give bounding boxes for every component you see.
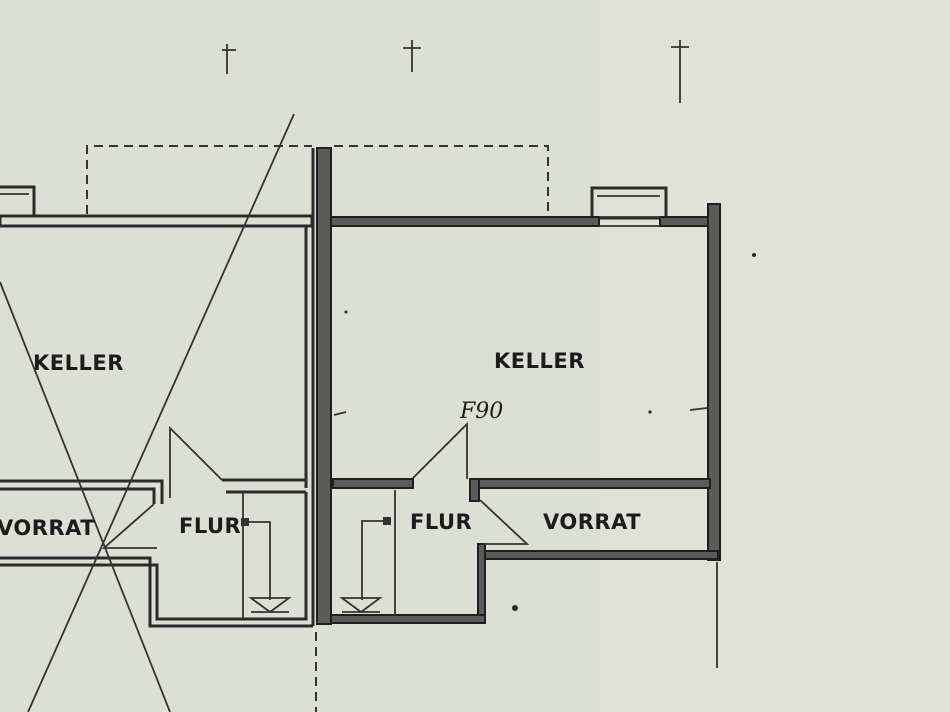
- paper-light-area: [600, 0, 950, 712]
- room-label-keller-right: KELLER: [494, 349, 585, 373]
- grid-axis-markers: [222, 40, 689, 103]
- room-label-flur-right: FLUR: [410, 510, 472, 534]
- drawing-dots: [344, 253, 756, 611]
- room-label-vorrat-right: VORRAT: [543, 510, 641, 534]
- right-stair-arrow: [339, 517, 391, 614]
- room-label-keller-left: KELLER: [33, 351, 124, 375]
- wall-markers: [333, 407, 708, 416]
- lower-axis-lines: [315, 562, 718, 712]
- right-unit-walls: [330, 203, 721, 624]
- left-stair-arrow: [241, 518, 292, 614]
- light-wells: [0, 185, 668, 220]
- left-unit-walls: [0, 148, 315, 628]
- left-doors: [101, 425, 223, 549]
- room-label-vorrat-left: VORRAT: [0, 516, 95, 540]
- cross-out-lines: [0, 113, 295, 712]
- right-doors: [412, 421, 530, 545]
- room-label-flur-left: FLUR: [179, 514, 241, 538]
- dashed-outlines: [86, 145, 549, 216]
- fire-rating-annotation: F90: [459, 399, 503, 424]
- party-wall: [316, 147, 332, 625]
